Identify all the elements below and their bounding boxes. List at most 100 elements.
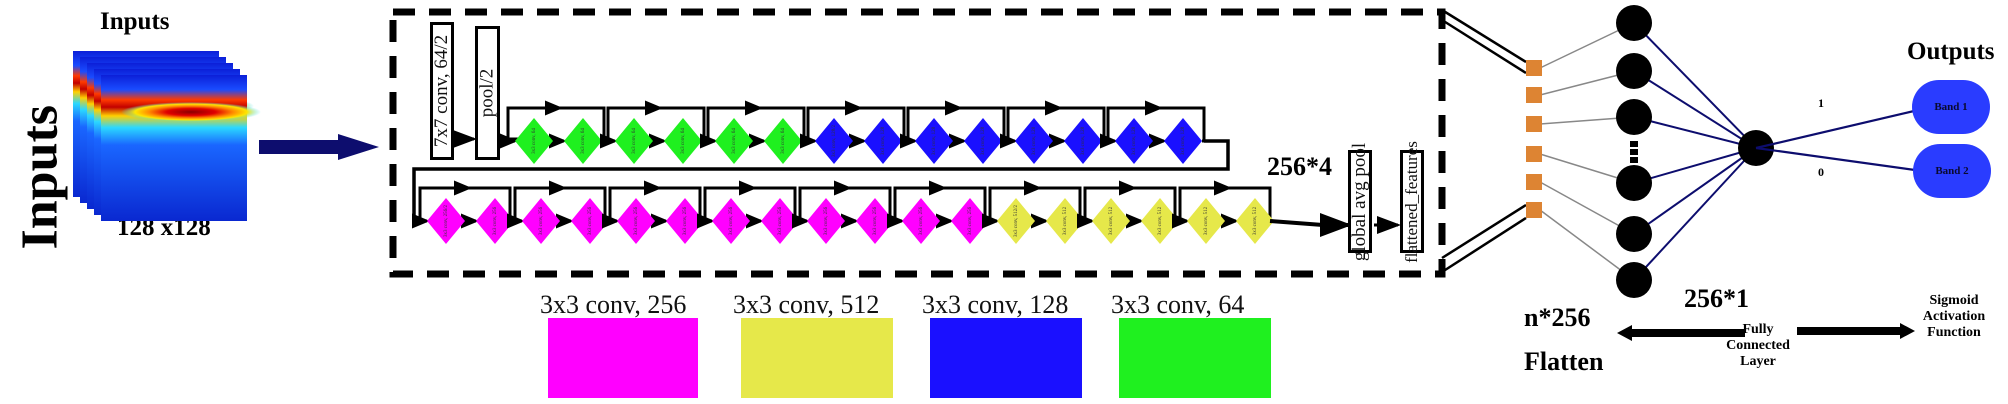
hidden-neuron — [1616, 165, 1652, 201]
fc-edge — [1633, 22, 1757, 149]
svg-text:3x3 conv, 64: 3x3 conv, 64 — [681, 128, 686, 154]
conv-layer-diamond: 3x3 conv, 512 — [1141, 198, 1179, 244]
svg-text:3x3 conv, 128: 3x3 conv, 128 — [881, 126, 886, 155]
conv-layer-diamond: 3x3 conv, 128 — [915, 118, 953, 164]
legend-label: 3x3 conv, 512 — [733, 290, 880, 319]
conv-layer-diamond: 3x3 conv, 256/2 — [427, 198, 465, 244]
svg-text:3x3 conv, 128: 3x3 conv, 128 — [981, 126, 986, 155]
conv-layer-diamond: 3x3 conv, 256 — [951, 198, 989, 244]
legend-label: 3x3 conv, 64 — [1111, 290, 1245, 319]
svg-text:3x3 conv, 256/2: 3x3 conv, 256/2 — [444, 204, 449, 237]
legend-swatch — [930, 318, 1082, 398]
svg-text:3x3 conv, 256: 3x3 conv, 256 — [588, 206, 593, 235]
output-band-2-label: Band 2 — [1935, 165, 1969, 177]
conv-layer-diamond: 3x3 conv, 128 — [864, 118, 902, 164]
conv-layer-diamond: 3x3 conv, 512 — [1046, 198, 1084, 244]
hidden-neuron — [1616, 53, 1652, 89]
svg-text:3x3 conv, 512/2: 3x3 conv, 512/2 — [1014, 204, 1019, 237]
fc-edge — [1633, 147, 1757, 281]
hidden-neuron — [1616, 99, 1652, 135]
flatten-unit — [1526, 60, 1542, 76]
flattened-features-label: flattened_features — [1402, 140, 1422, 263]
svg-text:3x3 conv, 256: 3x3 conv, 256 — [683, 206, 688, 235]
conv-layer-diamond: 3x3 conv, 128 — [964, 118, 1002, 164]
ellipsis-dot — [1630, 141, 1638, 147]
conv-layer-diamond: 3x3 conv, 128 — [1015, 118, 1053, 164]
conv-layer-diamond: 3x3 conv, 256 — [856, 198, 894, 244]
activation-label: Sigmoid Activation Function — [1922, 293, 1986, 340]
global-avg-pool-box: global avg pool — [1348, 142, 1372, 261]
svg-text:3x3 conv, 128: 3x3 conv, 128 — [1032, 126, 1037, 155]
flatten-label: Flatten — [1524, 347, 1604, 376]
svg-text:3x3 conv, 256: 3x3 conv, 256 — [493, 206, 498, 235]
svg-text:3x3 conv, 128: 3x3 conv, 128 — [1181, 126, 1186, 155]
fc-edge — [1633, 147, 1757, 235]
global-avg-pool-label: global avg pool — [1349, 142, 1371, 261]
conv-layer-diamond: 3x3 conv, 256 — [902, 198, 940, 244]
svg-text:3x3 conv, 256: 3x3 conv, 256 — [778, 206, 783, 235]
stem-pool-box: pool/2 — [475, 26, 500, 160]
output-edge-band-1 — [1755, 109, 1915, 150]
conv-layer-diamond: 3x3 conv, 256 — [617, 198, 655, 244]
edge-label-band-1: 1 — [1818, 96, 1824, 110]
output-band-1: Band 1 — [1912, 80, 1990, 134]
svg-text:3x3 conv, 64: 3x3 conv, 64 — [532, 128, 537, 154]
svg-text:3x3 conv, 512: 3x3 conv, 512 — [1109, 206, 1114, 235]
flattened-features-box: flattened_features — [1400, 141, 1424, 262]
svg-text:3x3 conv, 128: 3x3 conv, 128 — [932, 126, 937, 155]
fc-edge — [1633, 147, 1757, 184]
conv-layer-diamond: 3x3 conv, 64 — [564, 118, 602, 164]
conv-layer-diamond: 3x3 conv, 64 — [764, 118, 802, 164]
fc-left-arrow-icon — [1617, 325, 1745, 341]
stem-pool-label: pool/2 — [476, 68, 498, 118]
top-residual-row: 3x3 conv, 64 3x3 conv, 64 3x3 conv, 64 3x3 … — [500, 100, 1206, 164]
flatten-unit — [1526, 202, 1542, 218]
legend-swatch — [548, 318, 698, 398]
hidden-neuron — [1616, 216, 1652, 252]
conv-layer-diamond: 3x3 conv, 128 — [1115, 118, 1153, 164]
feature-size-label: 256*4 — [1267, 152, 1332, 181]
backbone-dashed-box — [389, 8, 1446, 278]
conv-layer-diamond: 3x3 conv, 256 — [761, 198, 799, 244]
svg-text:3x3 conv, 256: 3x3 conv, 256 — [634, 206, 639, 235]
flatten-unit — [1526, 146, 1542, 162]
conv-layer-diamond: 3x3 conv, 128/2 — [815, 118, 853, 164]
svg-text:3x3 conv, 256: 3x3 conv, 256 — [873, 206, 878, 235]
svg-text:3x3 conv, 128: 3x3 conv, 128 — [1132, 126, 1137, 155]
hidden-neuron — [1616, 262, 1652, 298]
flatten-size-label: n*256 — [1524, 303, 1591, 332]
fc-edge — [1633, 116, 1757, 149]
svg-text:3x3 conv, 128/2: 3x3 conv, 128/2 — [832, 124, 837, 157]
conv-layer-diamond: 3x3 conv, 64 — [664, 118, 702, 164]
svg-text:3x3 conv, 512: 3x3 conv, 512 — [1158, 206, 1163, 235]
outputs-label: Outputs — [1907, 38, 1995, 65]
conv-layer-diamond: 3x3 conv, 512 — [1187, 198, 1225, 244]
output-edge-band-2 — [1755, 146, 1916, 172]
inputs-top-label: Inputs — [100, 8, 170, 35]
spectrogram-slice — [101, 75, 247, 221]
svg-text:3x3 conv, 64: 3x3 conv, 64 — [781, 128, 786, 154]
svg-text:3x3 conv, 256: 3x3 conv, 256 — [919, 206, 924, 235]
fc-edge — [1633, 70, 1757, 149]
flatten-unit — [1526, 174, 1542, 190]
svg-text:3x3 conv, 256: 3x3 conv, 256 — [824, 206, 829, 235]
legend-label: 3x3 conv, 256 — [540, 290, 687, 319]
svg-text:3x3 conv, 512: 3x3 conv, 512 — [1204, 206, 1209, 235]
ellipsis-dot — [1630, 157, 1638, 163]
flatten-unit — [1526, 116, 1542, 132]
conv-layer-diamond: 3x3 conv, 64 — [715, 118, 753, 164]
edge-label-band-2: 0 — [1818, 165, 1824, 179]
svg-text:3x3 conv, 256: 3x3 conv, 256 — [968, 206, 973, 235]
svg-text:3x3 conv, 512: 3x3 conv, 512 — [1063, 206, 1068, 235]
flatten-edge — [1539, 209, 1635, 281]
conv-layer-diamond: 3x3 conv, 256 — [807, 198, 845, 244]
legend-swatch — [1119, 318, 1271, 398]
conv-layer-diamond: 3x3 conv, 128 — [1064, 118, 1102, 164]
fc-label: Fully Connected Layer — [1726, 322, 1790, 369]
input-arrow-icon — [259, 134, 379, 160]
conv-layer-diamond: 3x3 conv, 256 — [712, 198, 750, 244]
conv-layer-diamond: 3x3 conv, 512/2 — [997, 198, 1035, 244]
output-band-2: Band 2 — [1913, 144, 1991, 198]
stem-conv-label: 7x7 conv, 64/2 — [431, 34, 453, 148]
legend-swatch — [741, 318, 893, 398]
